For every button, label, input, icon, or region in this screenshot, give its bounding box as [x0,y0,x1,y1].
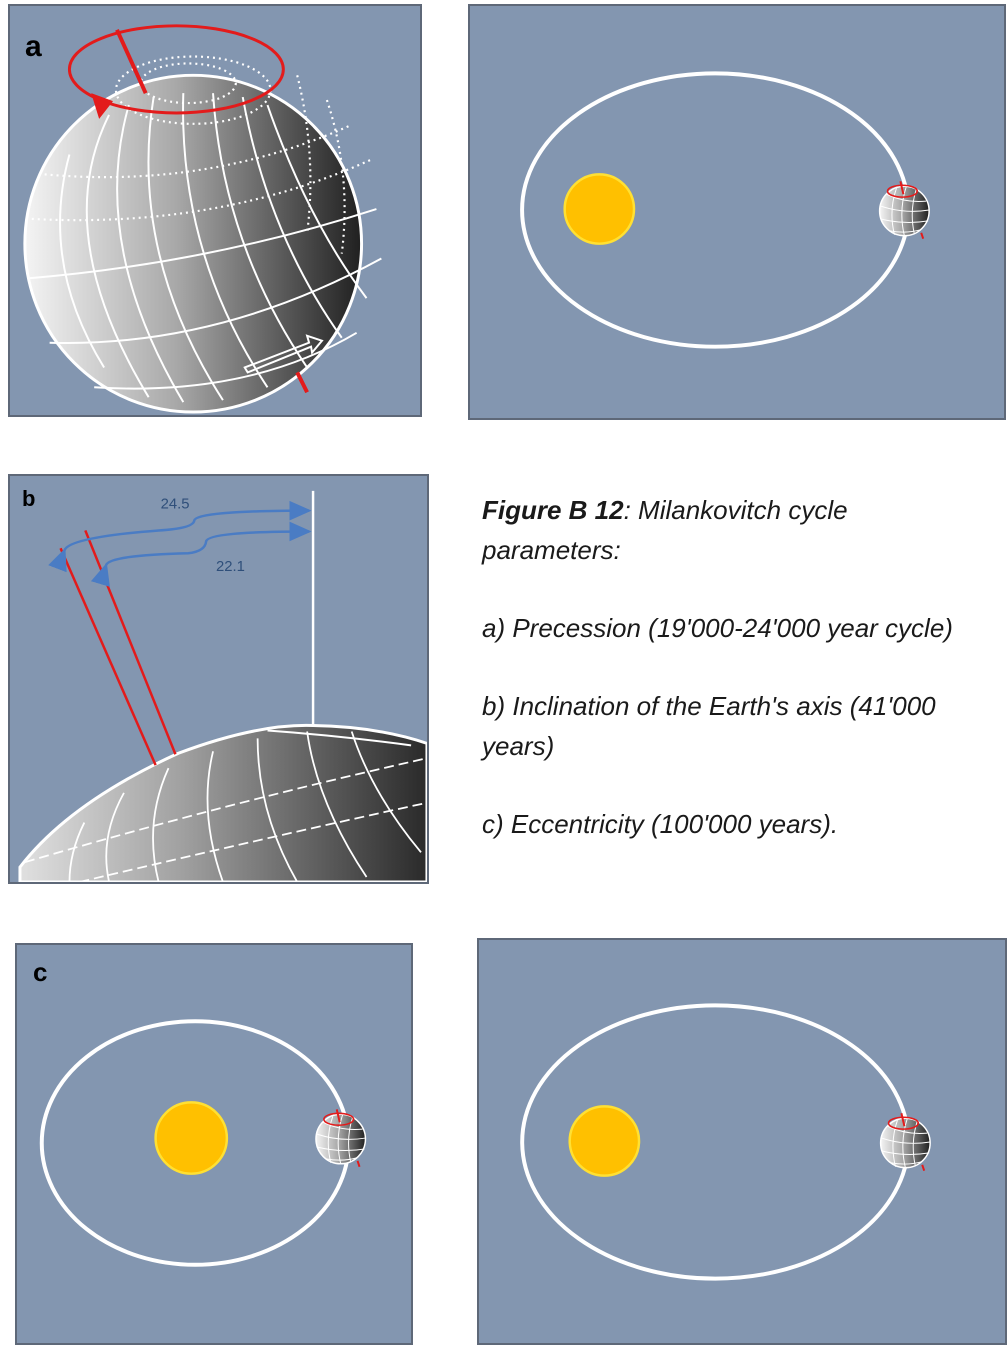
high-eccentricity-orbit-diagram [520,1003,932,1281]
caption-item-a: a) Precession (19'000-24'000 year cycle) [482,613,953,643]
angle-label-min: 22.1 [216,559,245,575]
panel-letter-a: a [25,30,42,63]
panel-c-low-eccentricity: c [15,943,413,1345]
precession-circle [67,24,285,115]
panel-c-high-eccentricity [477,938,1007,1345]
axis-min-tilt [84,530,177,755]
inclination-diagram: 24.5 22.1 [18,490,427,882]
panel-letter-b: b [22,486,36,511]
earth-horizon-line [267,729,412,747]
globe-parallels [27,208,382,390]
figure-caption: Figure B 12: Milankovitch cycle paramete… [482,490,992,882]
sun-centered [154,1101,229,1175]
angle-label-max: 24.5 [161,497,190,513]
earth-mini-c2 [879,1112,932,1172]
panel-a-orbit [468,4,1006,420]
caption-item-b: b) Inclination of the Earth's axis (41'0… [482,691,936,761]
earth-mini-c1 [314,1108,367,1168]
earth-dashed-parallels [24,757,427,882]
earth-mini [878,180,931,240]
axis-max-tilt [59,547,157,766]
low-eccentricity-orbit-diagram [39,1019,367,1267]
globe-meridians [59,93,368,403]
rotation-axis-top [115,28,148,94]
precession-arrowhead [91,93,113,119]
earth-surface [18,723,427,882]
precession-globe-diagram [23,24,382,414]
caption-intro: : Milankovitch cycle parameters: [482,495,848,565]
precession-orbit-diagram [520,71,931,349]
caption-item-c: c) Eccentricity (100'000 years). [482,809,839,839]
rotation-direction-arrow [243,334,324,374]
arrow-22-1 [90,521,312,587]
caption-title: Figure B 12 [482,495,624,525]
earth-meridians [68,731,422,882]
arrow-24-5 [48,500,312,573]
rotation-axis-bottom [295,371,309,394]
panel-letter-c: c [33,957,48,987]
sun-offset [568,1105,641,1177]
sun [563,173,636,245]
panel-a-globe: a [8,4,422,417]
caption-heading: Figure B 12: Milankovitch cycle paramete… [482,490,992,570]
earth-globe [23,73,364,414]
panel-b-inclination: 24.5 22.1 b [8,474,429,884]
